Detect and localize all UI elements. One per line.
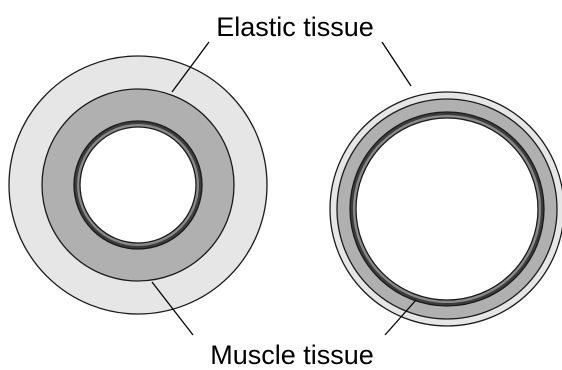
left-vessel-cross-section bbox=[9, 56, 267, 314]
left-vessel-lumen bbox=[80, 127, 196, 243]
muscle-tissue-label: Muscle tissue bbox=[210, 340, 374, 370]
right-vessel-cross-section bbox=[330, 92, 562, 326]
elastic-tissue-leader-right bbox=[382, 42, 411, 86]
elastic-tissue-label: Elastic tissue bbox=[216, 12, 374, 42]
right-vessel-lumen bbox=[356, 118, 538, 300]
